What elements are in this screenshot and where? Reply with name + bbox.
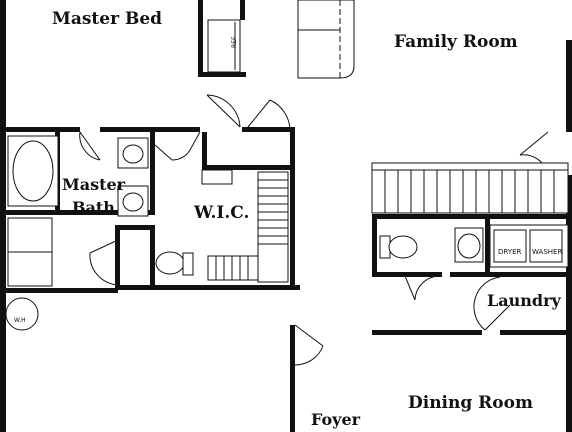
washer-label: WASHER (532, 248, 562, 256)
room-label-laundry: Laundry (487, 291, 562, 310)
room-label-foyer: Foyer (311, 410, 361, 429)
powder-laundry-fixtures (379, 224, 569, 268)
room-label-wic: W.I.C. (193, 203, 249, 223)
dryer-label: DRYER (498, 248, 522, 256)
kitchen-island (207, 0, 355, 79)
room-label-master-bed: Master Bed (52, 9, 162, 29)
room-label-master-bath-1: Master (62, 175, 126, 194)
doors (79, 94, 549, 366)
closet-shelving (201, 169, 289, 283)
master-bath-fixtures (5, 135, 194, 331)
water-heater-label: W.H (14, 317, 26, 324)
stairs (371, 162, 569, 214)
ref-label: REF (231, 36, 238, 48)
room-label-family-room: Family Room (394, 32, 518, 52)
room-label-master-bath-2: Bath (72, 198, 115, 217)
room-label-dining-room: Dining Room (408, 393, 533, 413)
